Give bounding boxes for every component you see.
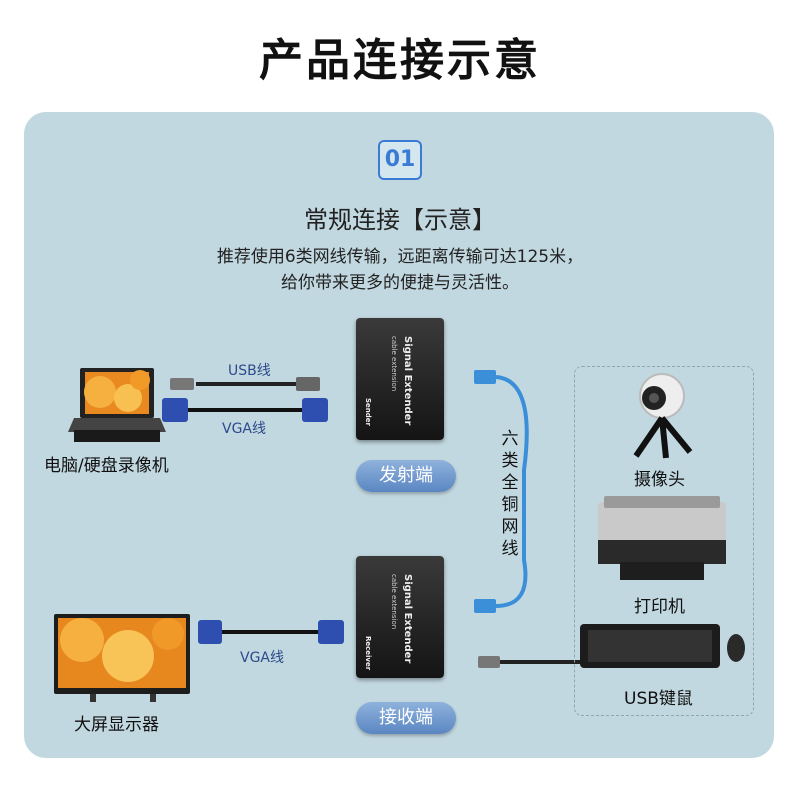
usb-cable-label: USB线	[228, 363, 271, 379]
sender-device-subtitle: cable extension	[390, 336, 398, 392]
receiver-button[interactable]: 接收端	[356, 702, 456, 734]
keyboard-mouse-label: USB键鼠	[624, 689, 693, 709]
printer-label: 打印机	[634, 597, 685, 617]
vga-cable-label-top: VGA线	[222, 421, 267, 437]
receiver-device-name: Signal Extender	[402, 574, 413, 664]
sender-button[interactable]: 发射端	[356, 460, 456, 492]
tv-icon	[54, 614, 190, 702]
vga-cable-label-bottom: VGA线	[240, 650, 285, 666]
description-line-2: 给你带来更多的便捷与灵活性。	[281, 273, 519, 293]
page-title: 产品连接示意	[259, 35, 541, 86]
laptop-icon	[68, 368, 166, 442]
mouse-icon	[727, 634, 745, 662]
sender-device-name: Signal Extender	[402, 336, 413, 426]
receiver-extender: Signal Extender cable extension Receiver	[356, 556, 444, 678]
step-badge: 01	[378, 140, 422, 180]
printer-icon	[598, 496, 726, 580]
section-subtitle: 常规连接【示意】	[304, 206, 496, 234]
laptop-label: 电脑/硬盘录像机	[44, 456, 169, 476]
peripheral-group	[574, 366, 754, 716]
camera-icon	[633, 373, 693, 459]
sender-device-role: Sender	[364, 398, 372, 426]
description-line-1: 推荐使用6类网线传输，远距离传输可达125米，	[216, 247, 584, 267]
receiver-device-role: Receiver	[364, 636, 372, 671]
camera-label: 摄像头	[634, 470, 685, 490]
receiver-device-subtitle: cable extension	[390, 574, 398, 630]
tv-label: 大屏显示器	[74, 715, 159, 735]
network-cable-label: 六类全铜网线	[501, 429, 519, 559]
keyboard-icon	[580, 624, 720, 668]
sender-extender: Signal Extender cable extension Sender	[356, 318, 444, 440]
